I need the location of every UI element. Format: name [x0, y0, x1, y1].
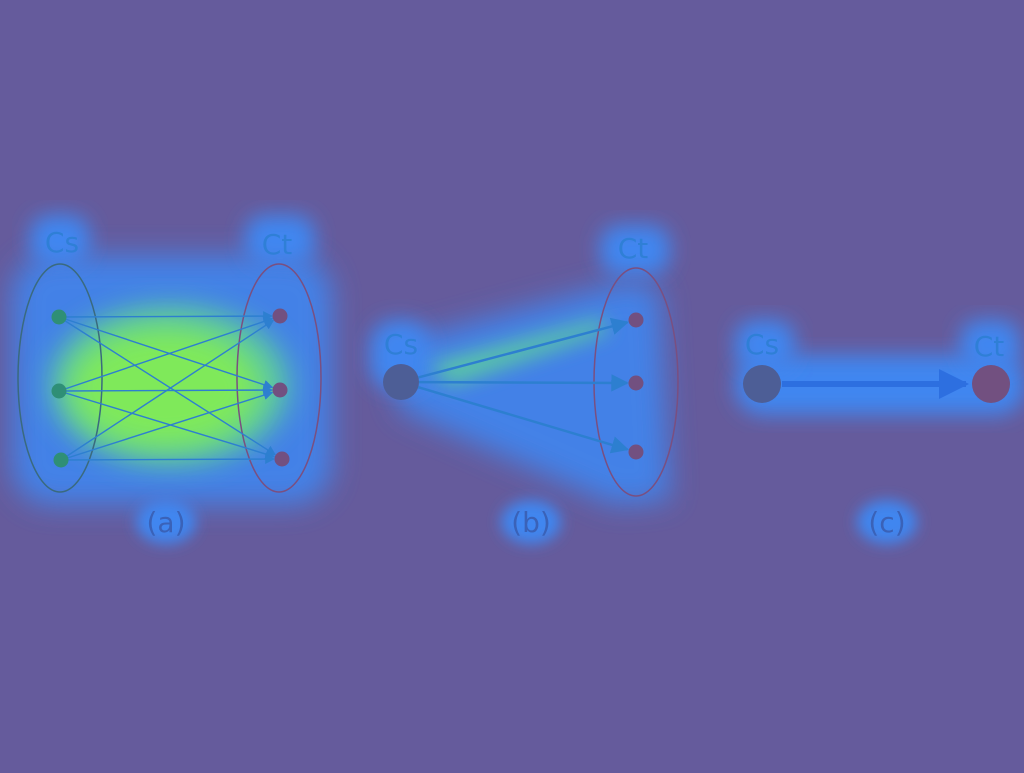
- node-s1: [51, 309, 67, 325]
- target-label: Ct: [974, 330, 1005, 363]
- edges-b: [417, 317, 630, 454]
- target-set-ellipse: [236, 263, 322, 493]
- source-label: Cs: [45, 226, 79, 259]
- edge-s-t3: [417, 385, 630, 454]
- target-label: Ct: [618, 232, 649, 265]
- edges-a: [58, 311, 277, 464]
- captions: (a) (b) (c): [136, 500, 917, 544]
- node-s2: [51, 383, 67, 399]
- caption-b: (b): [511, 506, 551, 539]
- node-t3: [628, 444, 644, 460]
- source-label: Cs: [745, 328, 779, 361]
- diagram-c: Cs Ct: [735, 320, 1024, 415]
- diagram-a: Cs Ct: [12, 215, 332, 505]
- edge-s-t1: [418, 317, 629, 379]
- edge-s2-t3: [58, 390, 276, 459]
- edge-s-t2: [418, 374, 629, 392]
- caption-c: (c): [868, 506, 905, 539]
- target-label: Ct: [262, 228, 293, 261]
- edge-s3-t3: [60, 454, 275, 464]
- node-t2: [272, 382, 288, 398]
- caption-a: (a): [146, 506, 185, 539]
- source-label: Cs: [384, 328, 418, 361]
- node-t1: [628, 312, 644, 328]
- edge-s1-t1: [58, 311, 273, 321]
- target-node: [972, 365, 1010, 403]
- node-s3: [53, 452, 69, 468]
- source-set-ellipse: [17, 263, 103, 493]
- source-node: [743, 365, 781, 403]
- edge-s3-t2: [60, 390, 274, 461]
- node-t1: [272, 308, 288, 324]
- edge-s2-t1: [58, 316, 274, 392]
- node-t2: [628, 375, 644, 391]
- edge-s3-t1: [60, 319, 275, 461]
- source-node: [383, 364, 419, 400]
- edge-s1-t2: [58, 316, 274, 390]
- diagram-b-glow: [370, 225, 670, 505]
- edge-s1-t3: [58, 316, 277, 456]
- nodes-b: [383, 312, 644, 460]
- diagram-b: Cs Ct: [370, 225, 679, 505]
- nodes-a: [51, 308, 290, 468]
- node-t3: [274, 451, 290, 467]
